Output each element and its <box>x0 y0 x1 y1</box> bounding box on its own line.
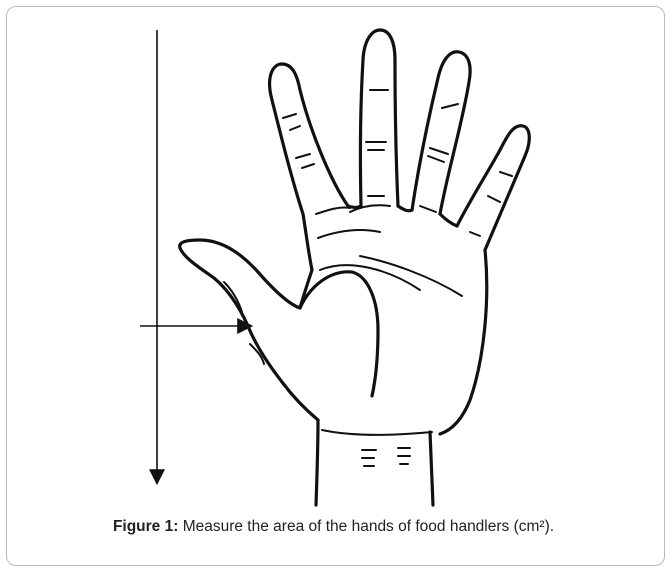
hand-creases <box>224 90 512 466</box>
finger-base-line-2 <box>398 206 412 211</box>
little-finger <box>457 126 529 250</box>
palm-right-edge <box>440 250 487 434</box>
figure-label: Figure 1: <box>113 518 178 535</box>
hand-illustration <box>0 0 667 510</box>
finger-base-line-3 <box>440 214 457 226</box>
figure-caption-text: Measure the area of the hands of food ha… <box>178 518 554 535</box>
thumb-outline <box>180 214 318 420</box>
thumb-inner-line <box>300 272 378 396</box>
figure-caption: Figure 1: Measure the area of the hands … <box>0 518 667 536</box>
wrist-left <box>316 420 318 505</box>
middle-finger <box>360 30 398 206</box>
ring-finger <box>412 52 470 214</box>
wrist-right <box>430 432 433 505</box>
index-finger <box>270 64 348 214</box>
